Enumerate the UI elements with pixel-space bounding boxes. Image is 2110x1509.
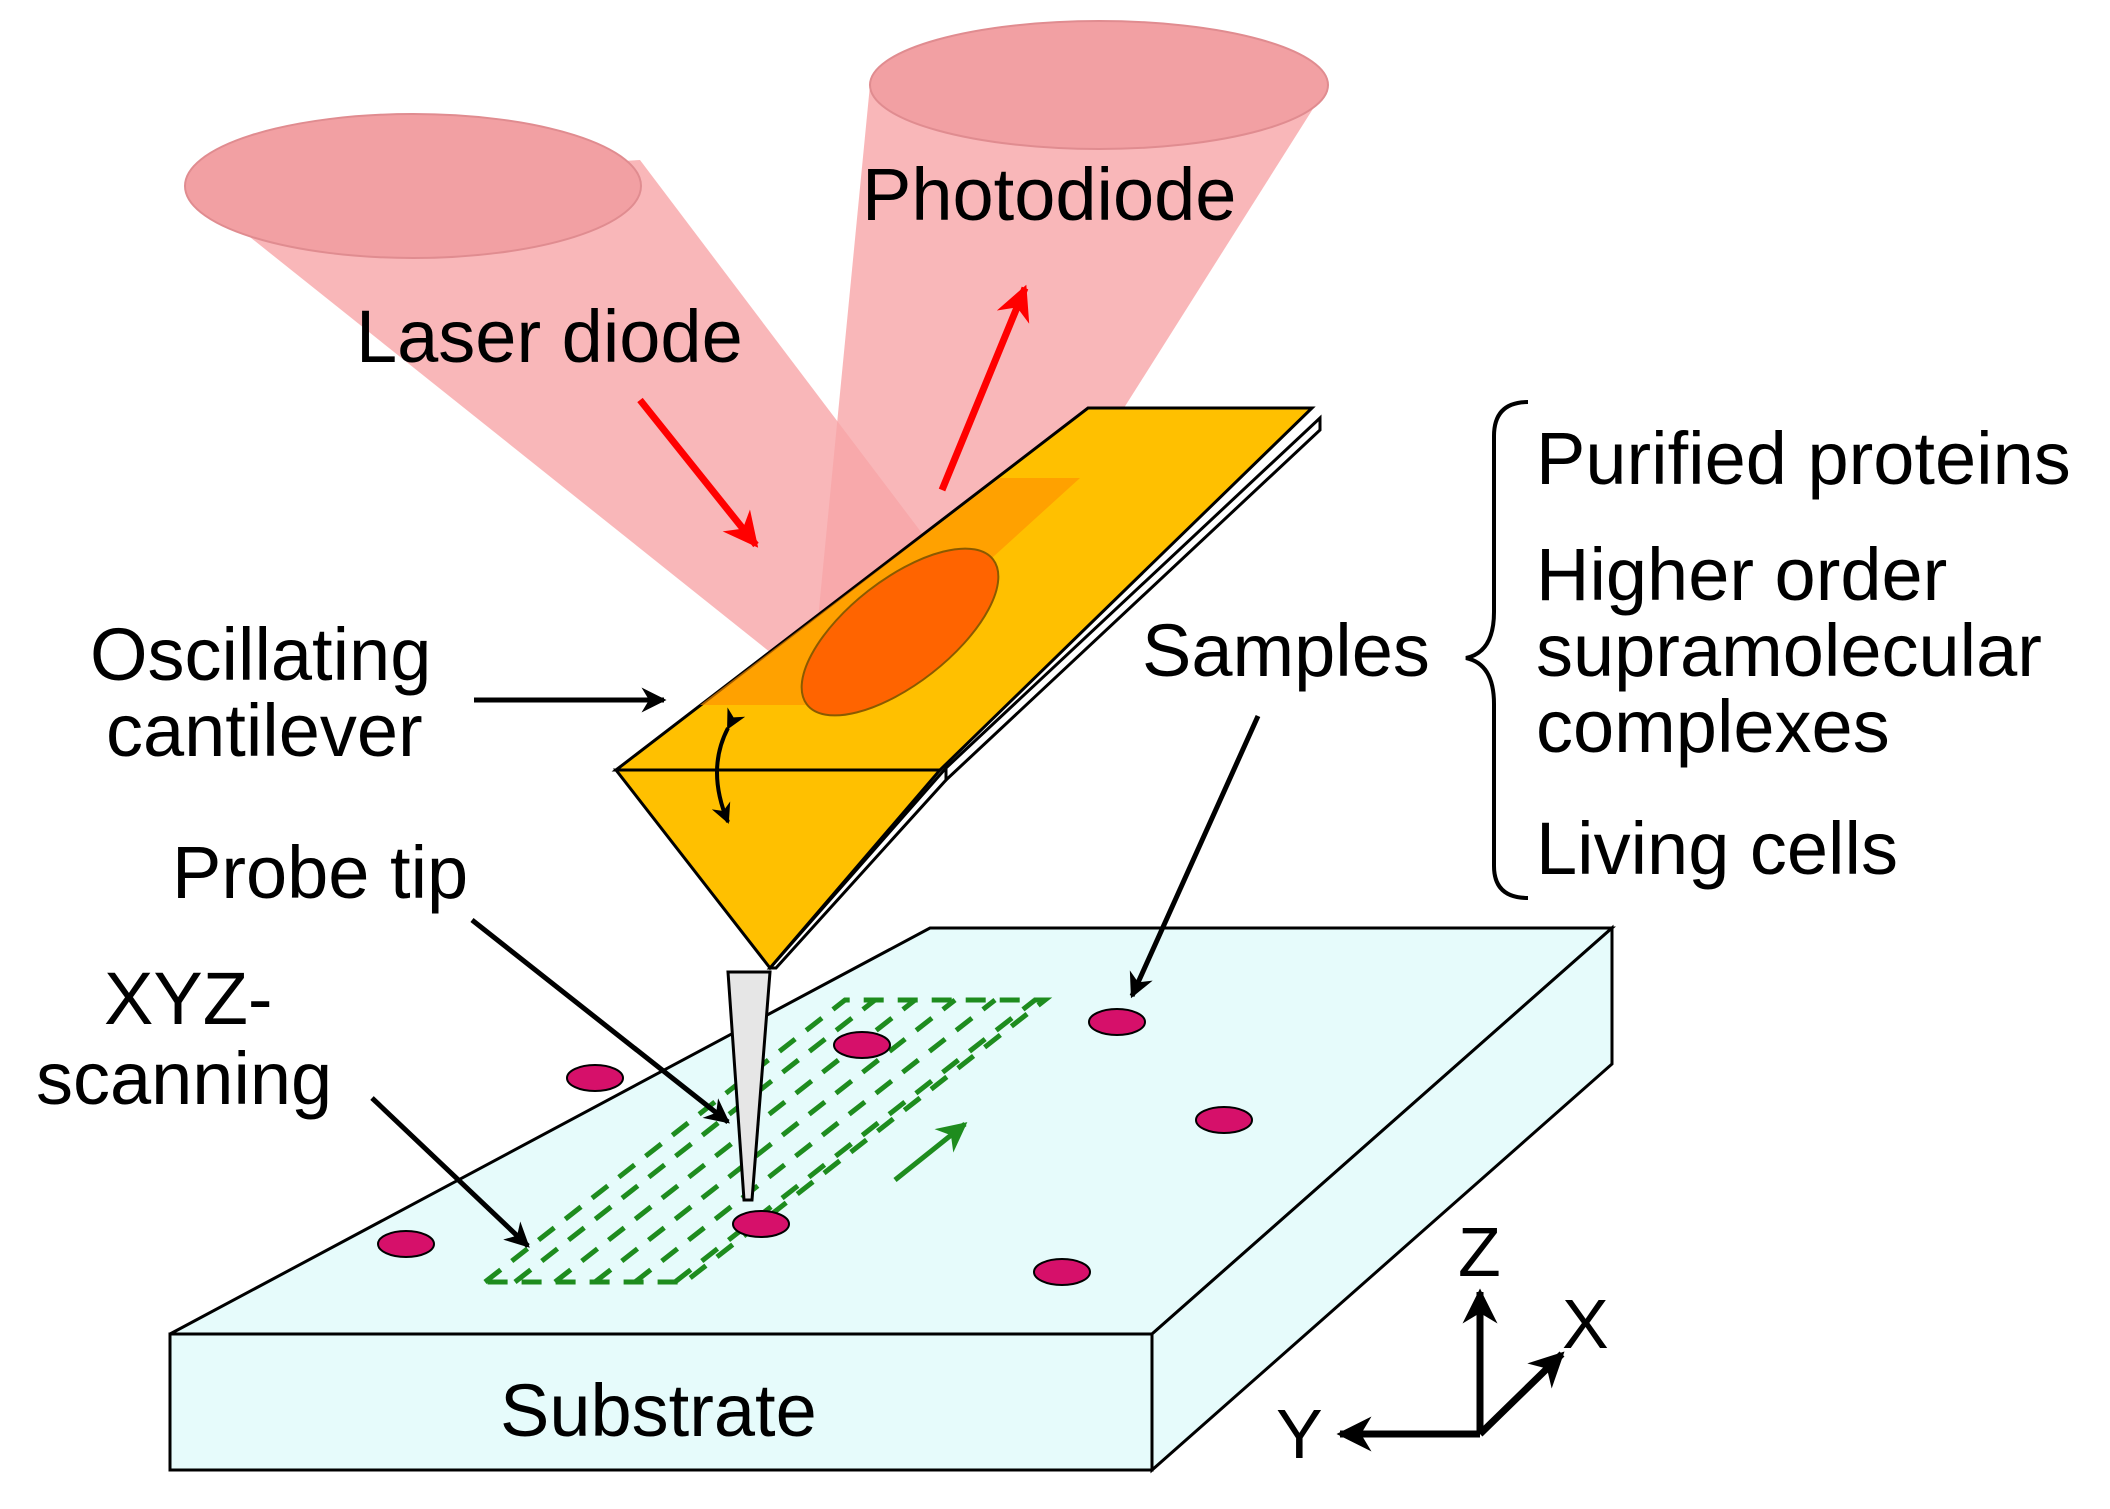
xyz-axes (1336, 1288, 1565, 1452)
sample-types-list: Purified proteins Higher order supramole… (1536, 417, 2071, 890)
probe-tip-label: Probe tip (172, 831, 468, 914)
cantilever-label: cantilever (106, 689, 423, 772)
sample-type-item: Living cells (1536, 807, 1898, 890)
cantilever (611, 406, 1322, 971)
probe-tip-pointer-arrow (470, 918, 730, 1124)
photodiode-label: Photodiode (862, 153, 1236, 236)
sample-dot (1195, 1106, 1253, 1134)
sample-dot (732, 1210, 790, 1238)
photodiode-beam (815, 20, 1329, 650)
sample-type-item: Purified proteins (1536, 417, 2071, 500)
laser-diode-label: Laser diode (356, 295, 743, 378)
xyz-label: XYZ- (104, 957, 273, 1040)
substrate-label: Substrate (500, 1369, 817, 1452)
laser-spot (800, 547, 1000, 717)
laser-beam (184, 113, 980, 700)
sample-type-item: supramolecular (1536, 609, 2042, 692)
y-axis-label: Y (1276, 1395, 1323, 1473)
sample-dot (1033, 1258, 1091, 1286)
sample-dot (566, 1064, 624, 1092)
samples-label: Samples (1142, 609, 1430, 692)
sample-dot (377, 1230, 435, 1258)
sample-dot (1088, 1008, 1146, 1036)
samples-pointer-arrow (1129, 714, 1261, 999)
reflected-laser-arrow (938, 284, 1030, 492)
probe-tip (726, 970, 772, 1202)
samples-brace (1465, 400, 1529, 900)
substrate-block (168, 924, 1616, 1474)
oscillating-label: Oscillating (90, 613, 431, 696)
sample-dot (833, 1031, 891, 1059)
scanning-pointer-arrow (370, 1096, 530, 1248)
incident-laser-arrow (637, 397, 759, 548)
x-axis-label: X (1562, 1285, 1609, 1363)
sample-type-item: Higher order (1536, 533, 1947, 616)
scanning-label: scanning (36, 1037, 332, 1120)
oscillation-arrow (711, 707, 746, 824)
sample-type-item: complexes (1536, 685, 1890, 768)
z-axis-label: Z (1458, 1213, 1501, 1291)
sample-dots (377, 1008, 1253, 1286)
